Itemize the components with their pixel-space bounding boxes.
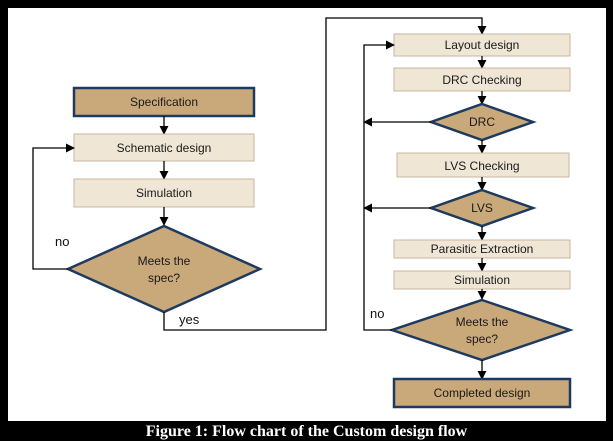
arrow-no-loop-left — [32, 143, 75, 270]
simulation-left-label: Simulation — [136, 186, 192, 200]
decision-right-line2: spec? — [466, 332, 498, 346]
meets-spec-decision-right: Meets the spec? — [388, 298, 574, 362]
diagram-canvas: Specification Schematic design Simulatio… — [8, 8, 606, 421]
no-label-left: no — [55, 234, 69, 249]
no-label-right: no — [370, 306, 384, 321]
schematic-design-box: Schematic design — [73, 133, 255, 162]
lvs-decision-label: LVS — [471, 201, 493, 215]
simulation-box-left: Simulation — [73, 178, 255, 208]
arrow-yes-to-layout — [163, 17, 487, 331]
completed-design-box: Completed design — [392, 377, 572, 409]
drc-decision: DRC — [427, 102, 537, 142]
lvs-decision: LVS — [427, 188, 537, 228]
flowchart: Specification Schematic design Simulatio… — [32, 17, 574, 409]
figure-caption: Figure 1: Flow chart of the Custom desig… — [145, 423, 468, 440]
parasitic-extraction-label: Parasitic Extraction — [431, 242, 534, 256]
lvs-checking-label: LVS Checking — [444, 159, 519, 173]
parasitic-extraction-box: Parasitic Extraction — [393, 239, 571, 259]
yes-label: yes — [179, 312, 200, 327]
meets-spec-decision-left: Meets the spec? — [64, 224, 264, 314]
lvs-checking-box: LVS Checking — [396, 152, 570, 178]
drc-checking-label: DRC Checking — [442, 73, 521, 87]
schematic-design-label: Schematic design — [117, 141, 212, 155]
layout-design-box: Layout design — [393, 33, 571, 57]
decision-left-line2: spec? — [148, 271, 180, 285]
simulation-right-label: Simulation — [454, 273, 510, 287]
completed-design-label: Completed design — [434, 386, 531, 400]
arrow-no-loop-right — [363, 40, 395, 331]
layout-design-label: Layout design — [445, 38, 520, 52]
decision-left-line1: Meets the — [138, 254, 191, 268]
drc-decision-label: DRC — [469, 115, 495, 129]
specification-label: Specification — [130, 95, 198, 109]
decision-right-line1: Meets the — [456, 315, 509, 329]
simulation-box-right: Simulation — [393, 270, 571, 290]
drc-checking-box: DRC Checking — [393, 67, 571, 92]
specification-box: Specification — [72, 86, 256, 118]
